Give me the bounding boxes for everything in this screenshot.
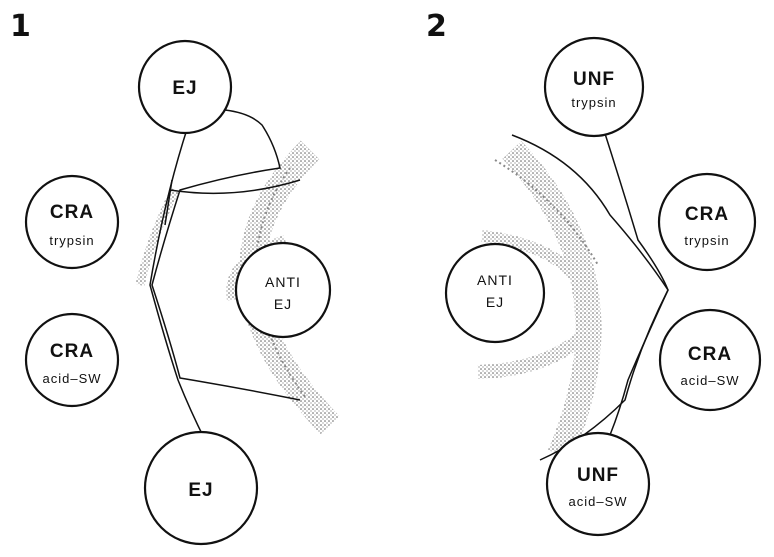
panel-1-well-upper-left-label: CRA [50,202,94,223]
panel-2-center-well: ANTI EJ [446,244,544,342]
panel-2-center-line2: EJ [486,294,504,310]
panel-2-well-upper-right-label: CRA [685,204,729,225]
panel-1-left-band [140,190,175,285]
panel-1-well-upper-left-sublabel: trypsin [49,233,94,248]
panel-2-well-lower-right-sublabel: acid–SW [680,373,739,388]
panel-1-well-top: EJ [139,41,231,133]
panel-1: 1 EJ CRA trypsin CRA acid–SW [10,9,330,544]
panel-2-well-upper-right-sublabel: trypsin [684,233,729,248]
panel-1-well-bottom-label: EJ [188,480,213,501]
panel-1-well-lower-left: CRA acid–SW [26,314,118,406]
panel-2-well-lower-right-label: CRA [688,344,732,365]
panel-1-center-well: ANTI EJ [236,243,330,337]
panel-1-well-upper-left: CRA trypsin [26,176,118,268]
panel-1-well-bottom: EJ [145,432,257,544]
panel-2-well-bottom-sublabel: acid–SW [568,494,627,509]
panel-1-well-lower-left-label: CRA [50,341,94,362]
panel-2-well-top-label: UNF [573,69,615,90]
panel-1-center-line2: EJ [274,296,292,312]
panel-1-well-lower-left-sublabel: acid–SW [42,371,101,386]
panel-2-center-line1: ANTI [477,272,513,288]
panel-2-well-top: UNF trypsin [545,38,643,136]
panel-1-number: 1 [10,9,31,44]
panel-1-well-top-label: EJ [172,78,197,99]
panel-2-number: 2 [426,9,447,44]
panel-2-well-lower-right: CRA acid–SW [660,310,760,410]
panel-1-line-b [150,120,205,440]
panel-2-well-upper-right: CRA trypsin [659,174,755,270]
panel-2-line-b [600,118,668,435]
panel-1-center-line1: ANTI [265,274,301,290]
panel-2-well-bottom: UNF acid–SW [547,433,649,535]
panel-2-well-top-sublabel: trypsin [571,95,616,110]
panel-2-well-bottom-label: UNF [577,465,619,486]
panel-2: 2 UNF trypsin CRA trypsin CRA acid–SW [426,9,760,535]
